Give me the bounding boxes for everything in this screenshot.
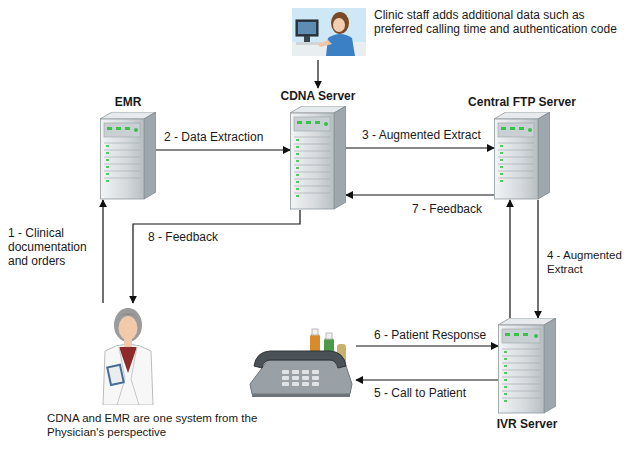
server-node: EMR bbox=[100, 94, 156, 200]
server-name: Central FTP Server bbox=[468, 95, 576, 109]
physician-picture bbox=[95, 303, 161, 405]
step-label: 2 - Data Extraction bbox=[162, 130, 265, 144]
server-icon bbox=[100, 112, 156, 200]
step-label: 3 - Augmented Extract bbox=[360, 128, 483, 142]
flow-arrow bbox=[156, 149, 290, 150]
server-node: CDNA Server bbox=[290, 88, 346, 210]
staff-note: Clinic staff adds additional data such a… bbox=[374, 8, 618, 36]
server-name: IVR Server bbox=[497, 417, 558, 431]
server-icon bbox=[290, 106, 346, 210]
flow-arrow bbox=[356, 345, 498, 346]
clinic-staff-picture bbox=[292, 8, 366, 56]
server-name: CDNA Server bbox=[281, 89, 356, 103]
flow-arrow bbox=[102, 200, 103, 303]
step-label: 4 - Augmented Extract bbox=[545, 248, 633, 276]
step-label: 8 - Feedback bbox=[146, 230, 220, 244]
step-label: 1 - Clinical documentation and orders bbox=[6, 226, 100, 268]
step-label: 7 - Feedback bbox=[410, 202, 484, 216]
server-node: IVR Server bbox=[498, 318, 556, 432]
server-name: EMR bbox=[115, 95, 142, 109]
flow-arrow bbox=[346, 194, 494, 195]
server-node: Central FTP Server bbox=[494, 94, 550, 200]
server-icon bbox=[494, 112, 550, 200]
physician-note: CDNA and EMR are one system from the Phy… bbox=[47, 411, 313, 439]
flow-arrow bbox=[537, 200, 538, 318]
flow-arrow bbox=[317, 60, 318, 88]
step-label: 5 - Call to Patient bbox=[372, 386, 468, 400]
flow-arrow bbox=[133, 210, 300, 303]
server-icon bbox=[498, 318, 556, 414]
flow-arrow bbox=[509, 200, 510, 318]
phone-node bbox=[246, 326, 356, 398]
actor-node: Clinic staff adds additional data such a… bbox=[292, 6, 628, 60]
flow-arrow bbox=[356, 379, 498, 380]
flow-arrow bbox=[346, 147, 494, 148]
step-label: 6 - Patient Response bbox=[372, 328, 488, 342]
telephone-picture bbox=[246, 326, 356, 398]
